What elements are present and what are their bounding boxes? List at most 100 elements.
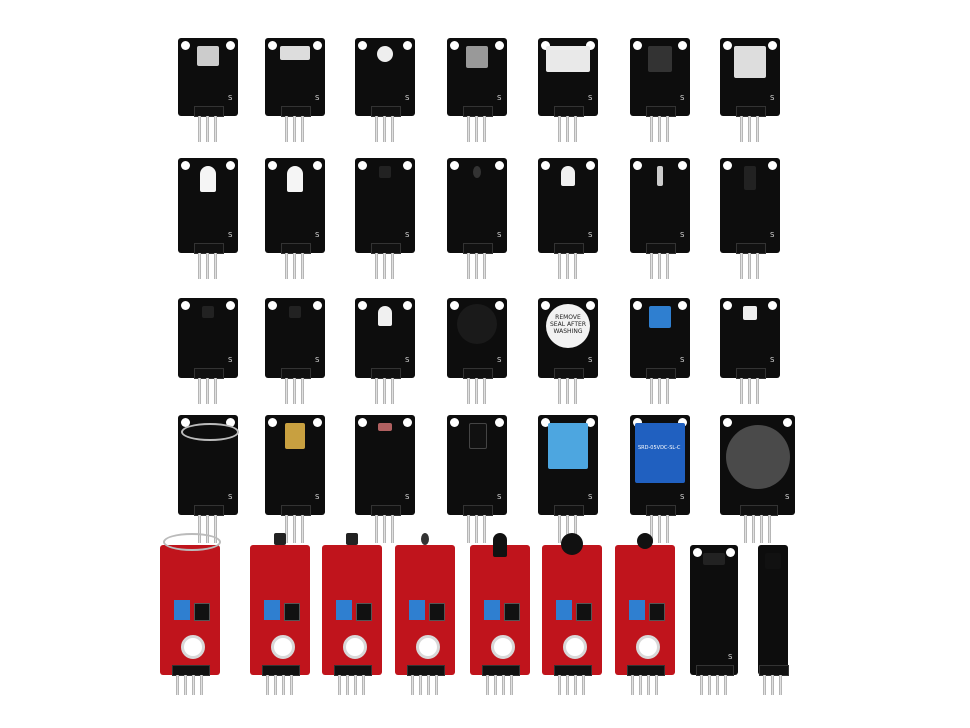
header-pin — [198, 378, 201, 404]
header-pin — [574, 515, 577, 543]
header-pin — [566, 116, 569, 142]
pin-header — [281, 106, 311, 117]
mounting-hole — [693, 548, 702, 557]
header-pin — [558, 253, 561, 279]
header-pin — [779, 675, 782, 695]
mounting-hole — [358, 161, 367, 170]
header-pin — [467, 515, 470, 543]
header-pin — [771, 675, 774, 695]
pin-s-label: S — [588, 356, 593, 364]
header-pin — [650, 378, 653, 404]
header-pin — [475, 116, 478, 142]
header-pin — [214, 253, 217, 279]
header-pin — [566, 515, 569, 543]
pin-header — [194, 505, 224, 516]
header-pin — [483, 116, 486, 142]
header-pin — [192, 675, 195, 695]
pin-header — [646, 106, 676, 117]
header-pin — [285, 253, 288, 279]
pin-header — [463, 243, 493, 254]
tact-switch-component — [466, 46, 488, 68]
mounting-hole — [313, 418, 322, 427]
header-pin — [639, 675, 642, 695]
header-pin — [756, 116, 759, 142]
header-pin — [375, 116, 378, 142]
header-pin — [375, 253, 378, 279]
header-pin — [475, 515, 478, 543]
pin-s-label: S — [228, 356, 233, 364]
sensor-module: S — [447, 38, 507, 152]
buzzer-label: REMOVE SEAL AFTER WASHING — [549, 314, 587, 335]
header-pin — [301, 378, 304, 404]
sensor-module: S — [447, 298, 507, 414]
sensor-module: S — [447, 415, 507, 553]
clear-block-component — [546, 46, 590, 72]
pin-header — [646, 243, 676, 254]
sensor-module: S — [630, 38, 690, 152]
transistor-component — [289, 306, 301, 318]
pcb-board — [355, 415, 415, 515]
pin-header — [172, 665, 210, 676]
header-pin — [658, 515, 661, 543]
header-pin — [655, 675, 658, 695]
mounting-hole — [358, 418, 367, 427]
header-pin — [574, 675, 577, 695]
ic-chip — [356, 603, 372, 621]
header-pin — [467, 116, 470, 142]
header-pin — [184, 675, 187, 695]
pin-header — [371, 106, 401, 117]
mounting-hole — [226, 41, 235, 50]
mounting-hole — [783, 418, 792, 427]
pin-header — [334, 665, 372, 676]
mounting-hole — [636, 635, 660, 659]
sensor-module — [160, 533, 221, 705]
transistor-component — [346, 533, 358, 545]
ic-chip — [504, 603, 520, 621]
mounting-hole — [181, 301, 190, 310]
header-pin — [346, 675, 349, 695]
header-pin — [266, 675, 269, 695]
mounting-hole — [403, 301, 412, 310]
mounting-hole — [678, 161, 687, 170]
header-pin — [751, 515, 755, 543]
pin-header — [646, 368, 676, 379]
pin-s-label: S — [497, 493, 502, 501]
header-pin — [558, 675, 561, 695]
sensor-module — [470, 533, 530, 705]
header-pin — [740, 378, 743, 404]
header-pin — [759, 515, 763, 543]
header-pin — [391, 378, 394, 404]
pin-header — [554, 368, 584, 379]
header-pin — [708, 675, 711, 695]
pin-header — [371, 368, 401, 379]
mounting-hole — [226, 161, 235, 170]
pin-s-label: S — [315, 231, 320, 239]
sensor-module: S — [720, 38, 780, 152]
mic-big-component — [561, 533, 583, 555]
header-pin — [301, 253, 304, 279]
pin-header — [482, 665, 520, 676]
mounting-hole — [450, 301, 459, 310]
mounting-hole — [450, 161, 459, 170]
pin-s-label: S — [588, 493, 593, 501]
header-pin — [631, 675, 634, 695]
header-pin — [391, 515, 394, 543]
header-pin — [419, 675, 422, 695]
header-pin — [743, 515, 747, 543]
tracking-narrow-component — [765, 553, 781, 569]
header-pin — [411, 675, 414, 695]
sensor-module: S — [447, 158, 507, 289]
mounting-hole — [495, 301, 504, 310]
header-pin — [483, 378, 486, 404]
pin-s-label: S — [228, 493, 233, 501]
header-pin — [574, 253, 577, 279]
mounting-hole — [678, 41, 687, 50]
sensor-module: S — [630, 298, 690, 414]
header-pin — [756, 253, 759, 279]
mounting-hole — [586, 41, 595, 50]
led-5mm-component — [287, 166, 303, 192]
sensor-module: S — [265, 415, 325, 553]
pin-s-label: S — [497, 94, 502, 102]
pin-header — [194, 368, 224, 379]
